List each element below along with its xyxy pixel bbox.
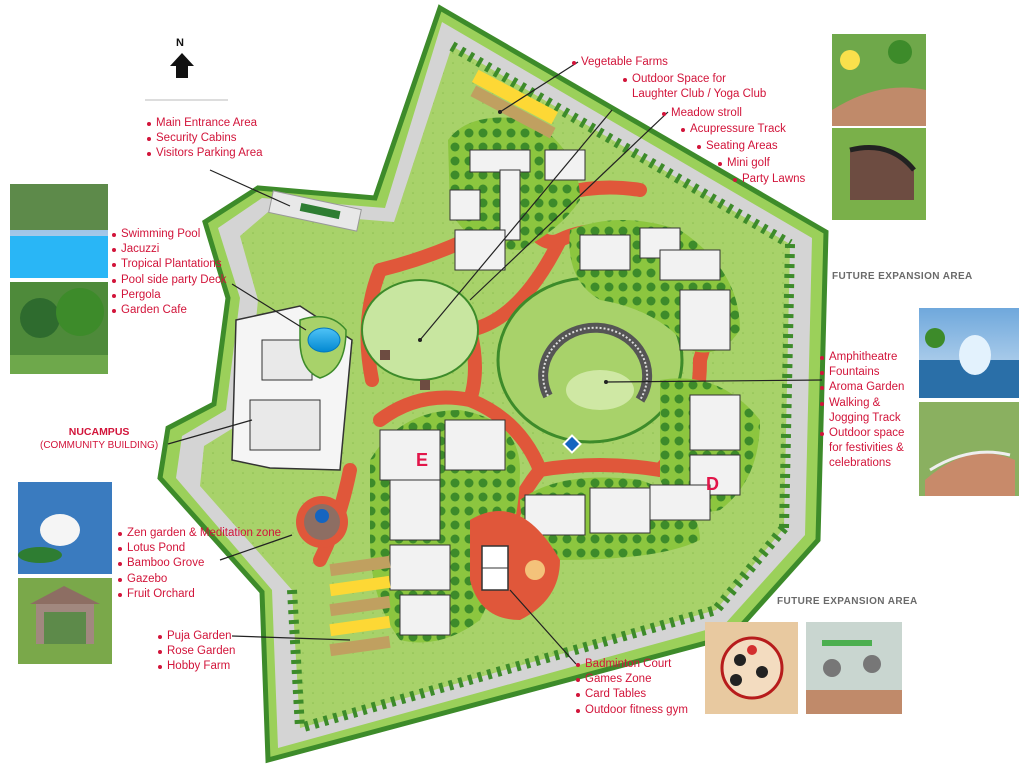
future-expansion-label-east: FUTURE EXPANSION AREA <box>832 271 973 282</box>
amphitheatre-labels: Amphitheatre Fountains Aroma Garden Walk… <box>820 350 904 472</box>
zen-garden <box>296 496 348 548</box>
label-aroma-garden: Aroma Garden <box>820 380 904 395</box>
label-seating-row: Seating Areas <box>697 139 778 154</box>
label-jogging-track: Jogging Track <box>829 411 901 424</box>
label-lotus-pond: Lotus Pond <box>118 541 281 556</box>
visitors-parking <box>268 190 362 232</box>
label-badminton-court: Badminton Court <box>576 657 688 672</box>
label-outdoor-space: Outdoor Space for <box>623 72 726 87</box>
label-amphitheatre: Amphitheatre <box>820 350 904 365</box>
label-outdoor-space-festivities: Outdoor space <box>820 426 904 441</box>
label-outdoor-gym: Outdoor fitness gym <box>576 703 688 718</box>
label-laughter-club: Laughter Club / Yoga Club <box>632 88 767 100</box>
residential-blocks-east <box>569 220 740 353</box>
nucampus-label: NUCAMPUS (COMMUNITY BUILDING) <box>40 426 158 452</box>
label-visitors-parking: Visitors Parking Area <box>147 146 263 161</box>
photo-bench <box>832 128 926 220</box>
label-for-festivities: for festivities & <box>829 442 904 455</box>
central-amphitheatre <box>496 276 684 454</box>
photo-lotus <box>18 482 112 574</box>
photo-carrom <box>705 622 798 714</box>
boundary-tree-line <box>287 41 795 733</box>
label-mini-golf: Mini golf <box>718 156 770 171</box>
community-building <box>231 305 353 471</box>
nucampus-title: NUCAMPUS <box>68 426 130 438</box>
label-rose-garden: Rose Garden <box>158 644 235 659</box>
compass-north-label: N <box>176 37 184 49</box>
block-e-label: E <box>416 450 428 470</box>
label-garden-cafe: Garden Cafe <box>112 303 226 318</box>
label-outdoor-space-row: Outdoor Space for <box>623 72 726 87</box>
photo-tropical-garden <box>10 282 108 374</box>
label-party-lawns-row: Party Lawns <box>733 172 805 187</box>
future-expansion-label-south: FUTURE EXPANSION AREA <box>777 596 918 607</box>
label-fruit-orchard: Fruit Orchard <box>118 587 281 602</box>
label-vegetable-farms: Vegetable Farms <box>572 55 668 70</box>
leader-lines <box>167 61 823 665</box>
label-bamboo-grove: Bamboo Grove <box>118 556 281 571</box>
label-security-cabins: Security Cabins <box>147 131 263 146</box>
residential-block-d <box>520 378 760 560</box>
farm-plots <box>329 555 391 657</box>
badminton-court <box>470 511 560 620</box>
label-walking: Walking & <box>820 396 904 411</box>
label-seating-areas: Seating Areas <box>697 139 778 154</box>
label-main-entrance: Main Entrance Area <box>147 116 263 131</box>
zen-labels: Zen garden & Meditation zone Lotus Pond … <box>118 526 281 602</box>
residential-blocks-north <box>448 117 586 271</box>
label-card-tables: Card Tables <box>576 687 688 702</box>
north-arrow-icon <box>170 53 194 78</box>
label-acupressure: Acupressure Track <box>681 122 786 137</box>
block-d-label: D <box>706 474 719 494</box>
photo-garden-path <box>832 34 926 126</box>
nucampus-subtitle: (COMMUNITY BUILDING) <box>40 440 159 451</box>
label-vegetable-farms-row: Vegetable Farms <box>572 55 668 70</box>
label-meadow-stroll: Meadow stroll <box>662 106 742 121</box>
label-fountains: Fountains <box>820 365 904 380</box>
photo-amphitheatre <box>919 402 1019 496</box>
label-celebrations: celebrations <box>829 457 892 470</box>
photo-outdoor-gym <box>806 622 902 714</box>
vegetable-farms <box>470 69 559 139</box>
pool-labels: Swimming Pool Jacuzzi Tropical Plantatio… <box>112 227 226 318</box>
courts-labels: Badminton Court Games Zone Card Tables O… <box>576 657 688 718</box>
puja-labels: Puja Garden Rose Garden Hobby Farm <box>158 629 235 675</box>
label-pool-deck: Pool side party Deck <box>112 273 226 288</box>
label-laughter-club-row: Laughter Club / Yoga Club <box>632 87 766 102</box>
photo-pool <box>10 184 108 278</box>
label-games-zone: Games Zone <box>576 672 688 687</box>
label-party-lawns: Party Lawns <box>733 172 805 187</box>
label-gazebo: Gazebo <box>118 572 281 587</box>
label-acupressure-row: Acupressure Track <box>681 122 786 137</box>
label-meadow-row: Meadow stroll <box>662 106 742 121</box>
entrance-labels: Main Entrance Area Security Cabins Visit… <box>147 116 263 162</box>
label-pergola: Pergola <box>112 288 226 303</box>
label-hobby-farm: Hobby Farm <box>158 659 235 674</box>
photo-gazebo <box>18 578 112 664</box>
photo-fountain <box>919 308 1019 398</box>
label-swimming-pool: Swimming Pool <box>112 227 226 242</box>
label-jacuzzi: Jacuzzi <box>112 242 226 257</box>
label-zen-garden: Zen garden & Meditation zone <box>118 526 281 541</box>
label-tropical-plantations: Tropical Plantations <box>112 257 226 272</box>
leader-dots <box>418 110 608 384</box>
label-minigolf-row: Mini golf <box>718 156 770 171</box>
label-puja-garden: Puja Garden <box>158 629 235 644</box>
